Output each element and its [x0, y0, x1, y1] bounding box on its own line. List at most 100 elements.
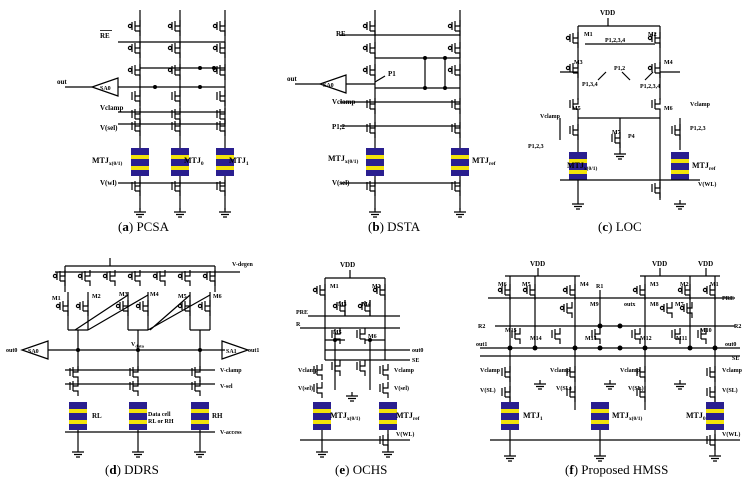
ochs-out0-label: out0: [412, 348, 423, 354]
ddrs-m3-label: M3: [119, 292, 128, 298]
loc-vclamp-right: Vclamp: [690, 102, 711, 108]
hmss-m7-label: M7: [675, 302, 684, 308]
dsta-circuit: [295, 10, 469, 218]
ddrs-vdegen-label: V-degen: [232, 262, 254, 268]
hmss-mtj0-label: MTJ0: [686, 411, 706, 422]
pcsa-vwl-label: V(wl): [100, 179, 117, 187]
ddrs-m6-label: M6: [213, 294, 222, 300]
ddrs-cell2-label: RL or RH: [148, 419, 174, 425]
dsta-out-label: out: [287, 75, 297, 83]
dsta-re-label: RE: [336, 30, 346, 38]
dsta-p12-label: P1,2: [332, 123, 346, 131]
pcsa-mtjx-label: MTJx(0/1): [92, 156, 123, 167]
caption-c: (c) LOC: [598, 219, 642, 234]
loc-circuit: [559, 18, 700, 210]
hmss-r2l-label: R2: [478, 324, 485, 330]
loc-p123-right: P1,2,3: [690, 126, 706, 132]
hmss-pre-label: PRE: [722, 296, 734, 302]
ddrs-m5-label: M5: [178, 294, 187, 300]
pcsa-sa-label: SA0: [100, 86, 111, 92]
hmss-outx-label: outx: [624, 302, 635, 308]
ochs-vwl-label: V(WL): [396, 431, 414, 438]
loc-p1234-label: P1,2,3,4: [605, 38, 625, 44]
ochs-m6-label: M6: [368, 334, 377, 340]
hmss-vclamp-mid2: Vclamp: [620, 368, 641, 374]
hmss-vclamp-mid1: Vclamp: [550, 368, 571, 374]
ddrs-out1-label: out1: [248, 348, 259, 354]
ochs-vsel-right: V(sel): [394, 385, 409, 392]
hmss-m10-label: M10: [700, 328, 712, 334]
hmss-vclamp-right: Vclamp: [722, 368, 743, 374]
hmss-m8-label: M8: [650, 302, 659, 308]
pcsa-circuit: [65, 10, 234, 218]
ddrs-rh-label: RH: [212, 412, 223, 420]
loc-p4-label: P4: [628, 134, 635, 140]
hmss-m5-label: M5: [522, 282, 531, 288]
ochs-m4-label: M4: [362, 302, 371, 308]
caption-f: (f) Proposed HMSS: [565, 462, 669, 477]
pcsa-re-label: RE: [100, 32, 110, 40]
pcsa-mtj1-label: MTJ1: [229, 156, 249, 167]
hmss-vwl-label: V(WL): [722, 431, 740, 438]
ochs-mtjx-label: MTJx(0/1): [330, 411, 361, 422]
ddrs-sa1-label: SA1: [226, 349, 237, 355]
hmss-vsl-mid1: V(SL): [556, 385, 572, 392]
loc-m7-label: M7: [612, 130, 621, 136]
hmss-r2r-label: R2: [734, 324, 741, 330]
ddrs-rl-label: RL: [92, 412, 102, 420]
ddrs-out0-label: out0: [6, 348, 17, 354]
hmss-m15-label: M15: [505, 328, 517, 334]
hmss-vsl-mid2: V(SL): [628, 385, 644, 392]
ddrs-m1-label: M1: [52, 296, 61, 302]
hmss-m13-label: M13: [585, 336, 597, 342]
caption-e: (e) OCHS: [335, 462, 388, 477]
hmss-out1-label: out1: [476, 342, 487, 348]
ochs-circuit: [300, 270, 410, 458]
ddrs-vaccess-label: V-access: [220, 430, 242, 436]
ochs-vdd-label: VDD: [340, 261, 355, 269]
ochs-vclamp-right: Vclamp: [394, 368, 415, 374]
loc-mtjx-label: MTJx(0/1): [567, 161, 598, 172]
hmss-m11-label: M11: [676, 336, 687, 342]
hmss-r1-label: R1: [596, 284, 603, 290]
ddrs-m2-label: M2: [92, 294, 101, 300]
loc-m6-label: M6: [664, 106, 673, 112]
hmss-vdd2-label: VDD: [652, 260, 667, 268]
pcsa-vsel-label: V(sel): [100, 124, 118, 132]
hmss-m12-label: M12: [640, 336, 652, 342]
loc-p123-left: P1,2,3: [528, 144, 544, 150]
loc-vclamp-left: Vclamp: [540, 114, 561, 120]
ddrs-vclamp-label: V-clamp: [220, 368, 242, 374]
hmss-mtjx-label: MTJx(0/1): [612, 411, 643, 422]
pcsa-vclamp-label: Vclamp: [100, 104, 123, 112]
dsta-mtjref-label: MTJref: [472, 156, 496, 167]
hmss-out0-label: out0: [725, 342, 736, 348]
hmss-circuit: [480, 268, 740, 462]
hmss-mtj1-label: MTJ1: [523, 411, 543, 422]
loc-m5-label: M5: [572, 106, 581, 112]
ddrs-circuit: [21, 258, 249, 458]
hmss-vsl-right: V(SL): [722, 387, 738, 394]
ddrs-m4-label: M4: [150, 292, 159, 298]
hmss-m3-label: M3: [650, 282, 659, 288]
hmss-vclamp-left: Vclamp: [480, 368, 501, 374]
ochs-vclamp-left: Vclamp: [298, 368, 319, 374]
hmss-m2-label: M2: [680, 282, 689, 288]
dsta-mtjx-label: MTJx(0/1): [328, 154, 359, 165]
hmss-se-label: SE: [732, 356, 739, 362]
caption-b: (b) DSTA: [368, 219, 421, 234]
hmss-m4-label: M4: [580, 282, 589, 288]
loc-p1234b-label: P1,2,3,4: [640, 84, 660, 90]
pcsa-mtj0-label: MTJ0: [184, 156, 204, 167]
ochs-mtjref-label: MTJref: [396, 411, 420, 422]
loc-p134-label: P1,3,4: [582, 82, 598, 88]
ddrs-vsel-label: V-sel: [220, 384, 233, 390]
loc-m2-label: M2: [648, 32, 657, 38]
ochs-pre-label: PRE: [296, 310, 308, 316]
ochs-m2-label: M2: [372, 284, 381, 290]
ddrs-vdata-label: Vdata: [131, 342, 145, 349]
loc-m3-label: M3: [574, 60, 583, 66]
loc-m1-label: M1: [584, 32, 593, 38]
loc-vdd-label: VDD: [600, 9, 615, 17]
